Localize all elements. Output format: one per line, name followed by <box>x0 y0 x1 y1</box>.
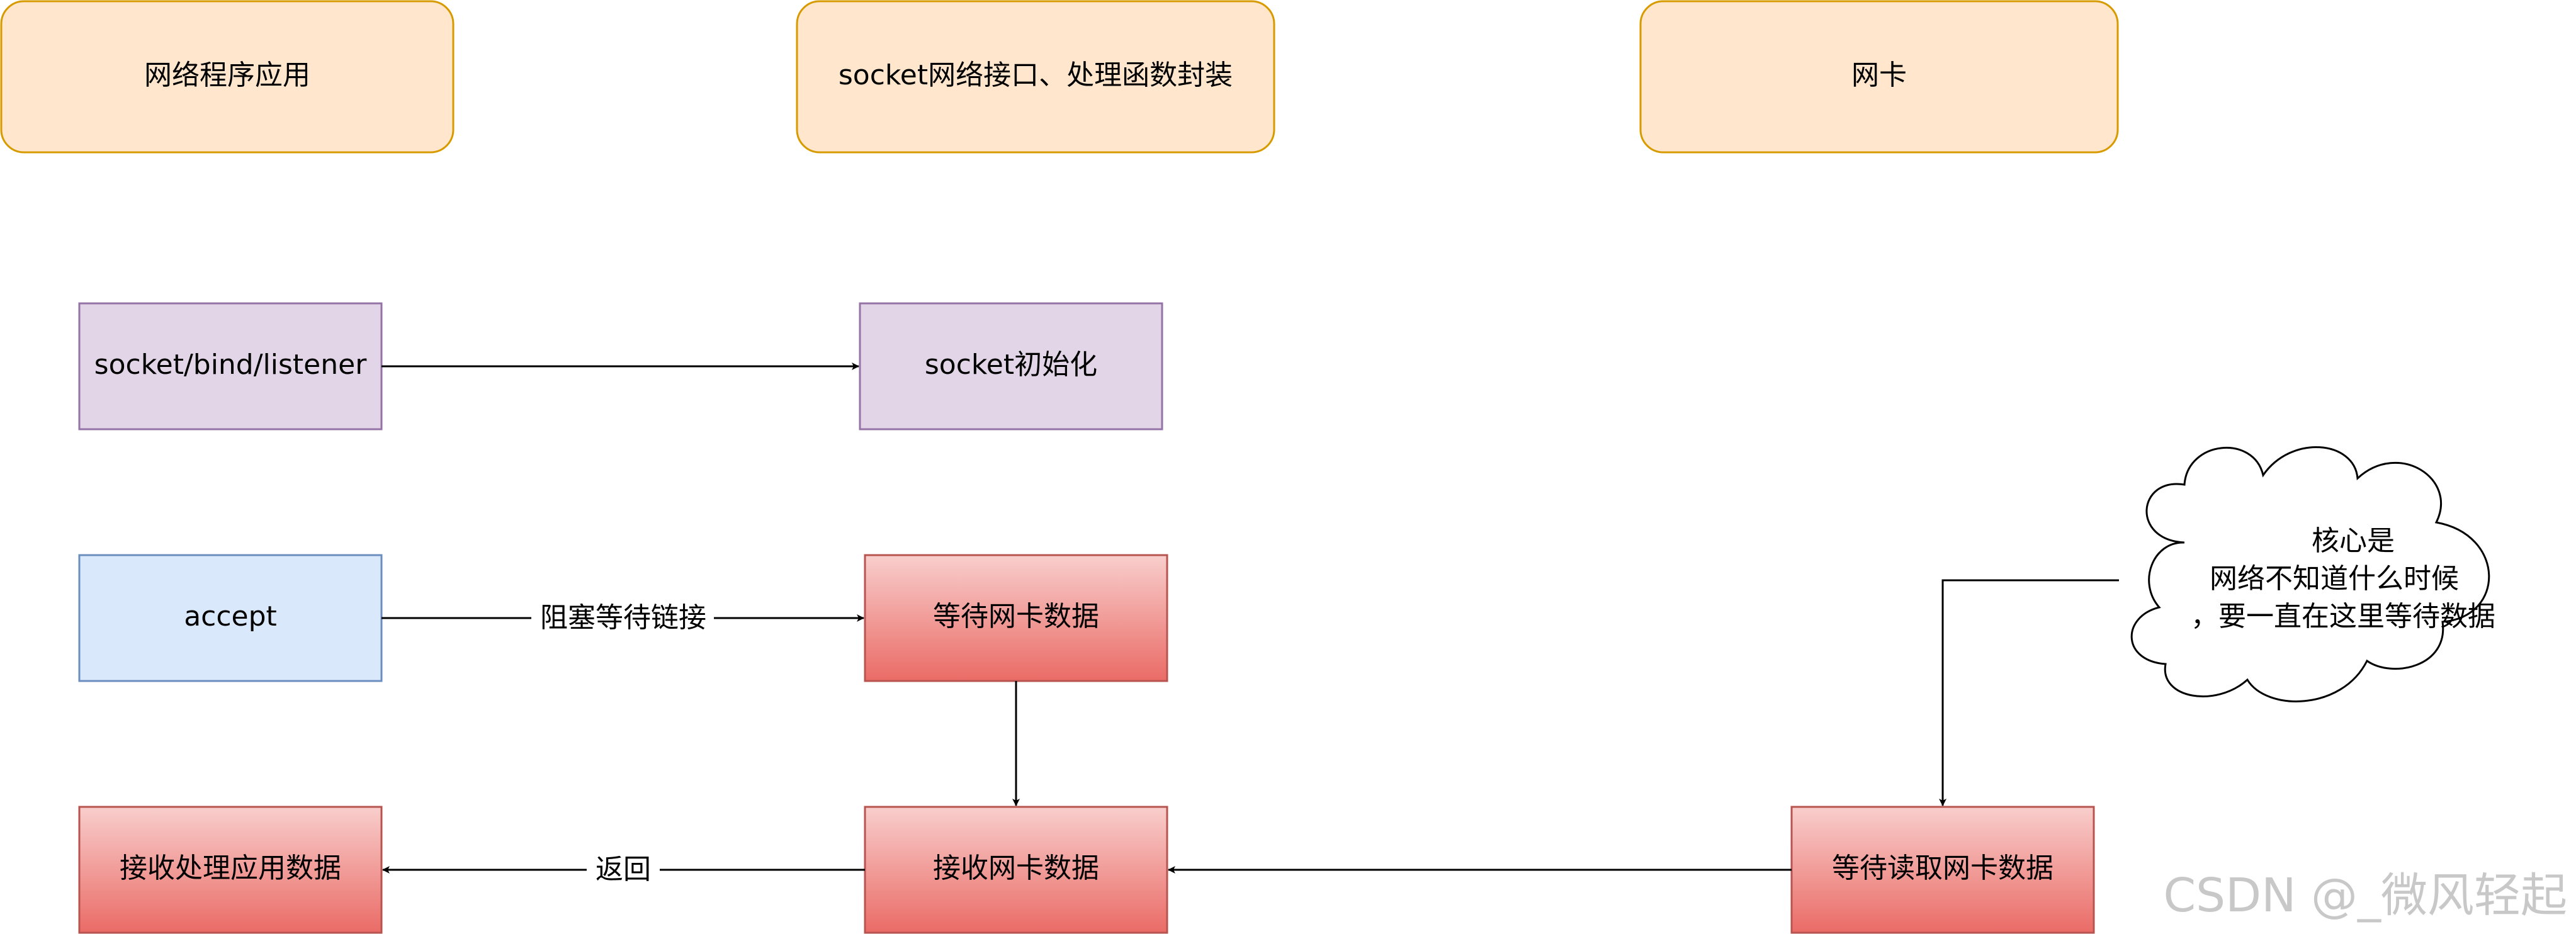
node-accept: accept <box>78 554 383 682</box>
edge-label-block-wait: 阻塞等待链接 <box>540 602 706 634</box>
edge-label-return: 返回 <box>596 853 651 886</box>
lane-label-nic: 网卡 <box>1851 59 1907 91</box>
node-recv-process-app-data: 接收处理应用数据 <box>78 806 383 934</box>
node-label: 等待网卡数据 <box>933 600 1099 633</box>
cloud-line-3: ，要一直在这里等待数据 <box>2191 600 2495 633</box>
lane-label-socket: socket网络接口、处理函数封装 <box>839 59 1233 91</box>
cloud-shape <box>2130 446 2490 702</box>
node-label: socket初始化 <box>925 349 1097 381</box>
node-label: 接收处理应用数据 <box>120 852 341 884</box>
cloud-line-2: 网络不知道什么时候 <box>2210 563 2459 595</box>
lane-header-nic: 网卡 <box>1639 0 2119 154</box>
lane-label-app: 网络程序应用 <box>144 59 310 91</box>
lane-header-socket: socket网络接口、处理函数封装 <box>796 0 1275 154</box>
node-wait-nic-data: 等待网卡数据 <box>864 554 1168 682</box>
lane-header-app: 网络程序应用 <box>0 0 455 154</box>
cloud-line-1: 核心是 <box>2312 525 2395 557</box>
edge-label-bg <box>531 599 714 637</box>
node-wait-read-nic-data: 等待读取网卡数据 <box>1790 806 2095 934</box>
watermark: CSDN @_微风轻起 <box>2163 869 2567 923</box>
edge-label-bg <box>587 851 660 889</box>
node-label: socket/bind/listener <box>94 349 368 381</box>
node-recv-nic-data: 接收网卡数据 <box>864 806 1168 934</box>
node-label: accept <box>184 600 277 633</box>
node-label: 等待读取网卡数据 <box>1832 852 2053 884</box>
node-label: 接收网卡数据 <box>933 852 1099 884</box>
edge-cloud-to-read <box>1939 579 2119 806</box>
node-socket-bind-listener: socket/bind/listener <box>78 302 383 430</box>
node-socket-init: socket初始化 <box>859 302 1163 430</box>
